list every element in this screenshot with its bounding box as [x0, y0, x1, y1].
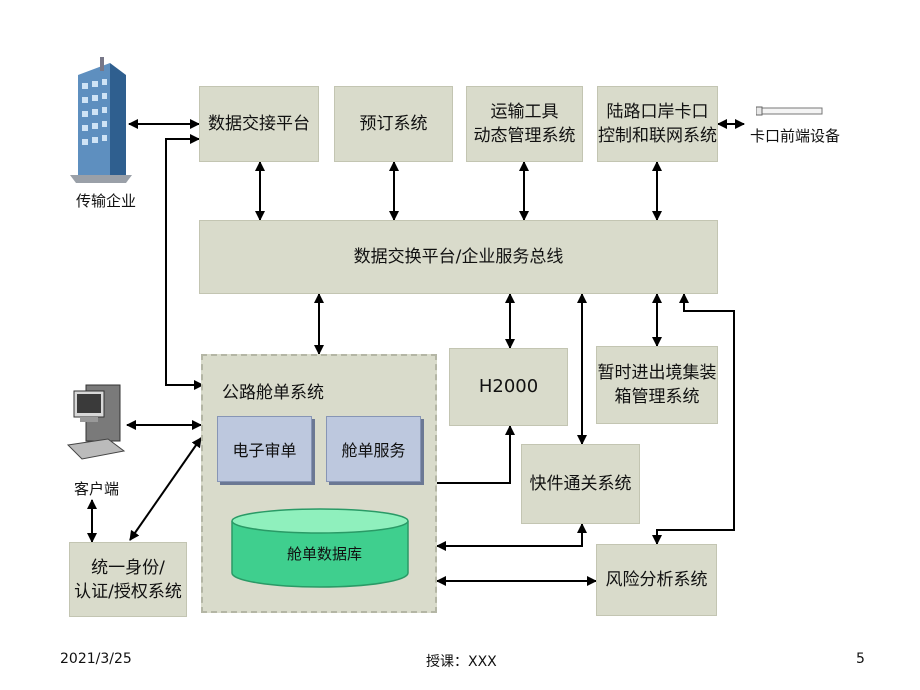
link-identity-roadmanifest	[129, 437, 202, 541]
risk-analysis-box: 风险分析系统	[596, 544, 717, 616]
exchange-platform-box: 数据交接平台	[199, 86, 319, 162]
h2000-box: H2000	[449, 348, 568, 426]
footer-date: 2021/3/25	[60, 651, 132, 667]
identity-auth-box: 统一身份/ 认证/授权系统	[69, 542, 187, 617]
road-manifest-title: 公路舱单系统	[222, 383, 324, 403]
e-review-box: 电子审单	[217, 416, 312, 482]
enterprise-label: 传输企业	[76, 192, 137, 210]
manifest-db-label: 舱单数据库	[287, 545, 363, 563]
service-bus-box: 数据交换平台/企业服务总线	[199, 220, 718, 294]
link-manifest-h2000	[437, 425, 515, 484]
client-label: 客户端	[74, 480, 120, 498]
building-icon	[70, 57, 132, 183]
link-db-express	[436, 523, 587, 551]
footer-lecturer: 授课：XXX	[426, 654, 497, 670]
link-bus-risk	[652, 293, 735, 545]
transport-system-box: 运输工具 动态管理系统	[466, 86, 583, 162]
express-system-box: 快件通关系统	[521, 444, 640, 524]
device-icon	[756, 106, 823, 116]
link-exchange-roadmanifest	[165, 134, 204, 390]
land-port-system-box: 陆路口岸卡口 控制和联网系统	[597, 86, 718, 162]
booking-system-box: 预订系统	[334, 86, 453, 162]
checkpoint-device-label: 卡口前端设备	[750, 127, 841, 145]
computer-icon	[66, 384, 126, 460]
manifest-service-box: 舱单服务	[326, 416, 421, 482]
temp-container-box: 暂时进出境集装 箱管理系统	[596, 346, 718, 424]
footer-page-number: 5	[856, 651, 865, 667]
database-icon	[231, 508, 409, 588]
